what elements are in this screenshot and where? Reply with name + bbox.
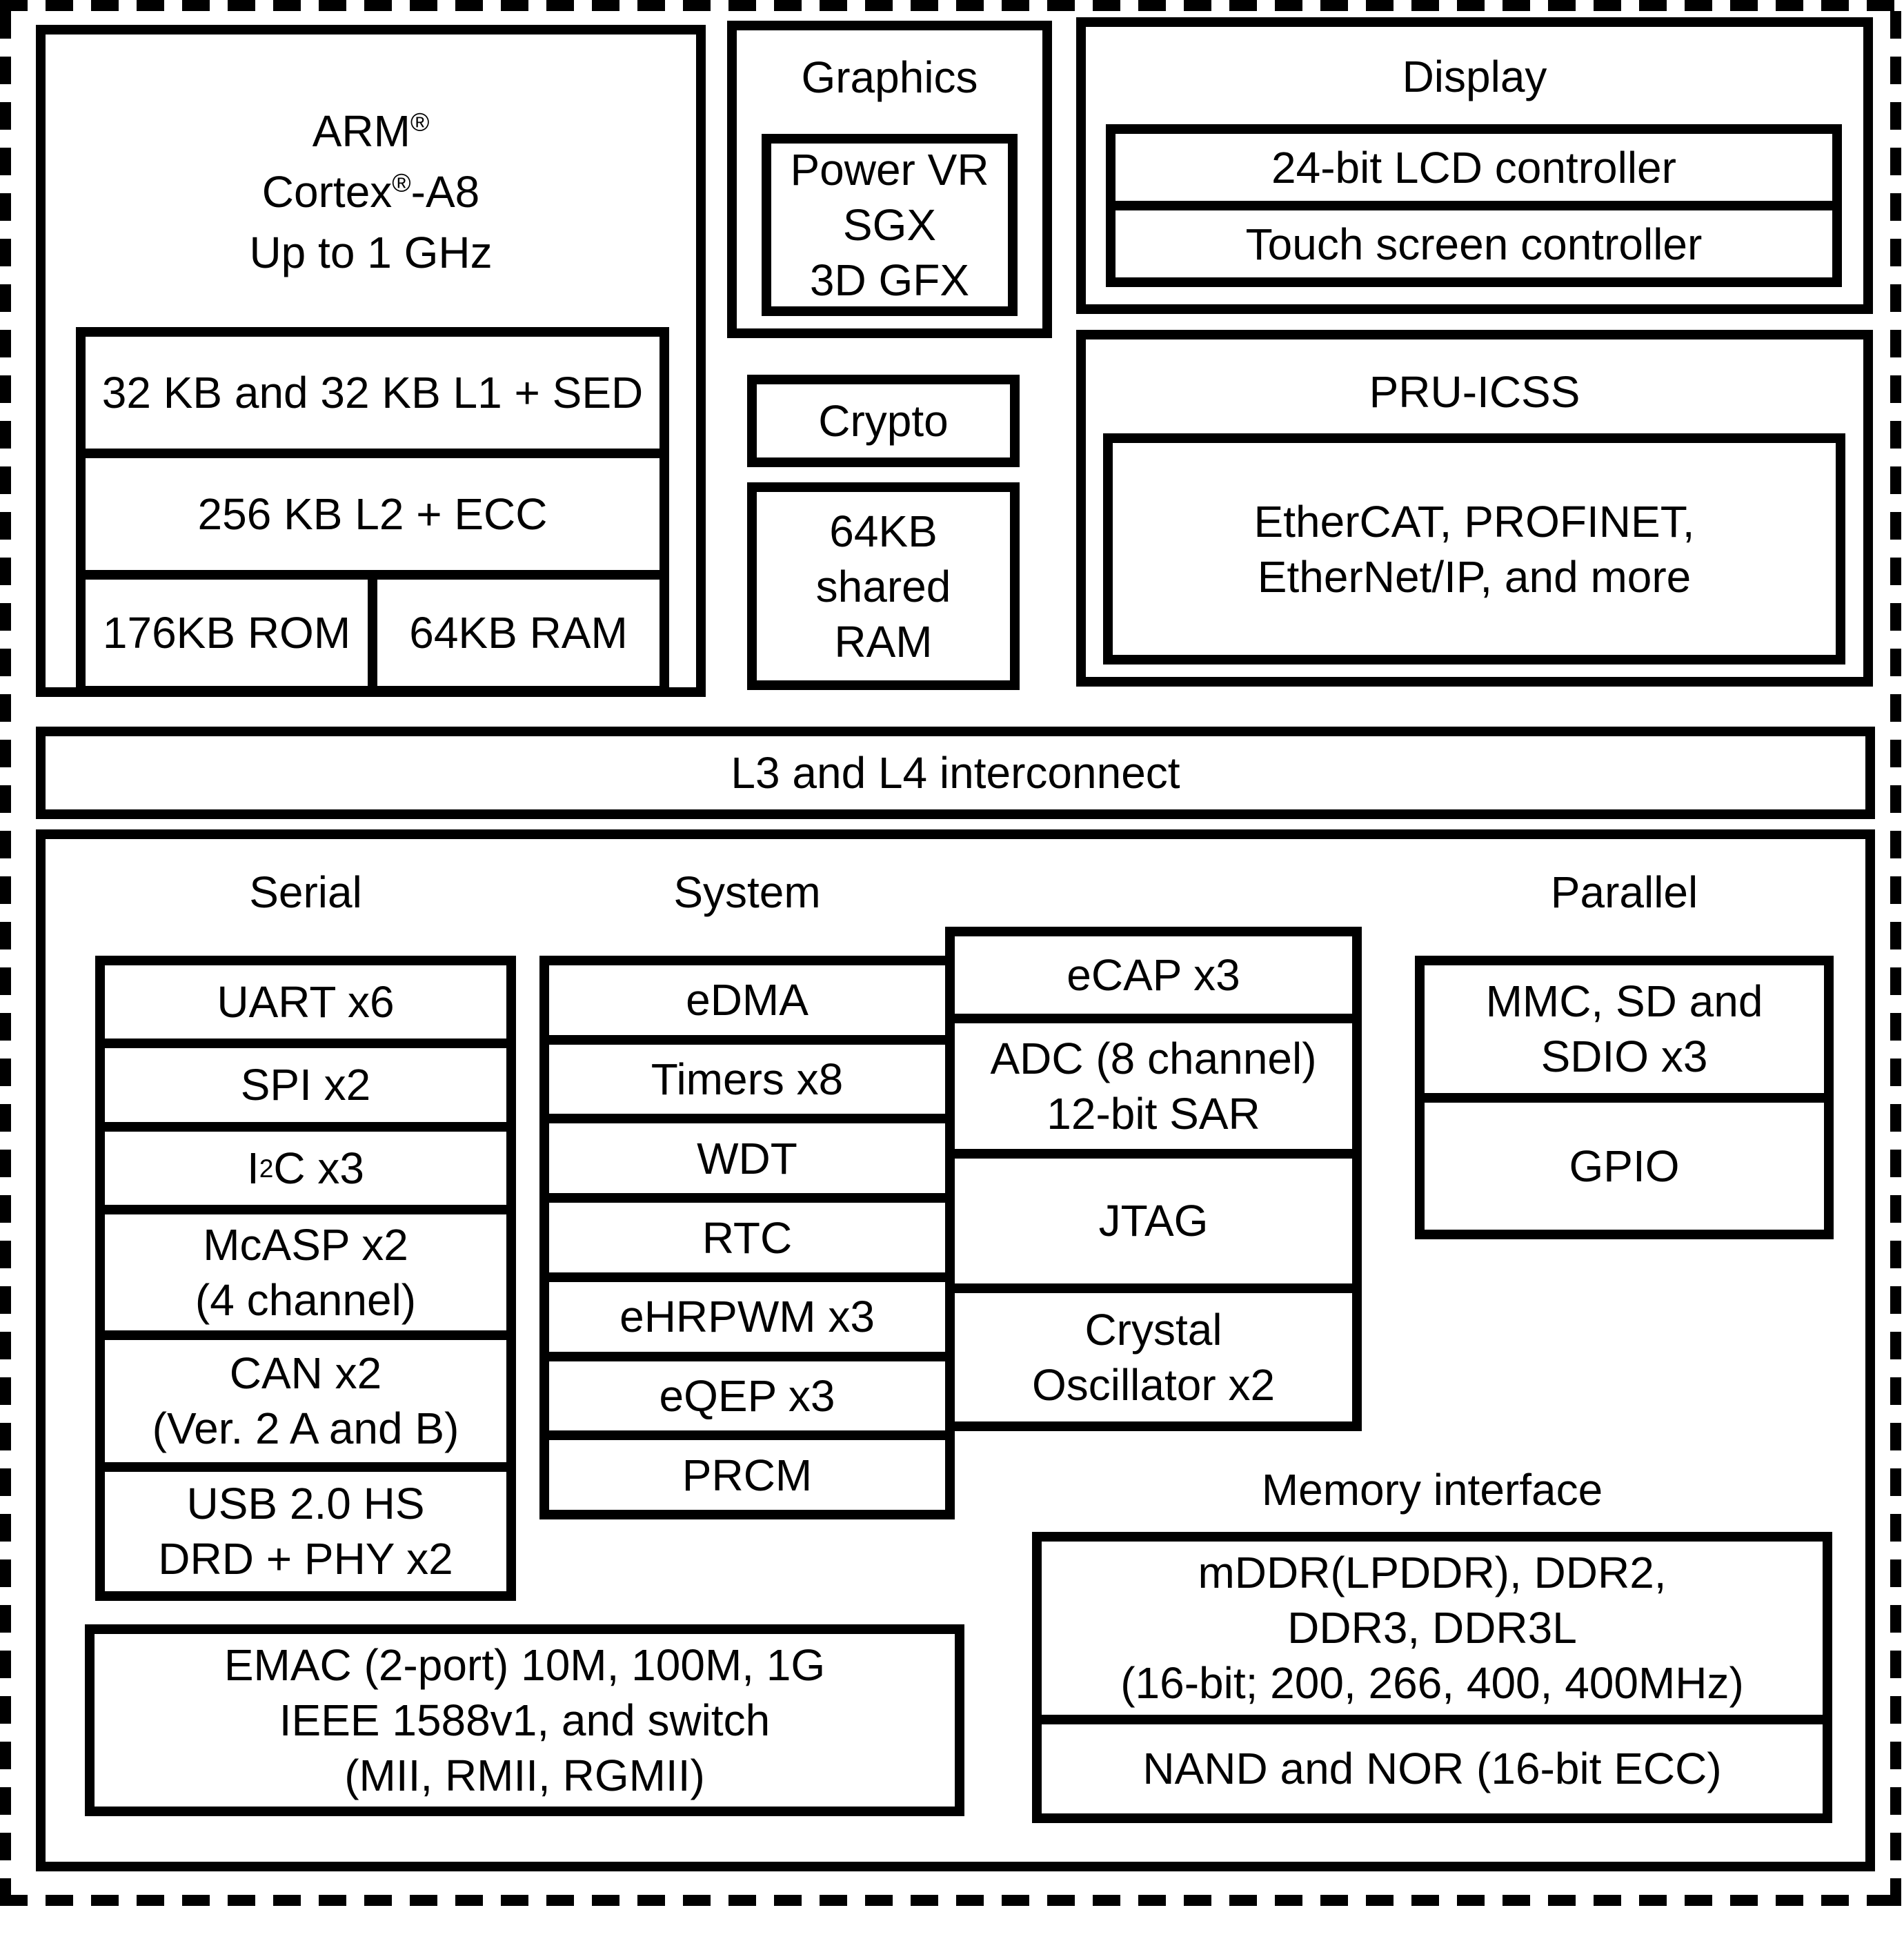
pru-icss-block: PRU-ICSS EtherCAT, PROFINET, EtherNet/IP… [1076, 330, 1873, 687]
wdt-cell: WDT [549, 1114, 945, 1193]
adc-cell: ADC (8 channel) 12-bit SAR [955, 1014, 1352, 1149]
ddr-cell: mDDR(LPDDR), DDR2, DDR3, DDR3L (16-bit; … [1120, 1548, 1744, 1709]
chip-boundary-top [0, 0, 1901, 11]
pru-icss-title: PRU-ICSS [1369, 367, 1580, 417]
arm-ram-cell: 64KB RAM [368, 580, 660, 686]
prcm-cell: PRCM [549, 1430, 945, 1510]
rtc-cell: RTC [549, 1193, 945, 1272]
nand-nor-cell: NAND and NOR (16-bit ECC) [1042, 1714, 1823, 1813]
jtag-cell: JTAG [955, 1149, 1352, 1283]
memory-interface-stack: mDDR(LPDDR), DDR2, DDR3, DDR3L (16-bit; … [1032, 1532, 1832, 1823]
can-cell: CAN x2 (Ver. 2 A and B) [105, 1330, 506, 1462]
arm-cortex-a8-block: ARM® Cortex®-A8 Up to 1 GHz 32 KB and 32… [36, 25, 706, 697]
ecap-cell: eCAP x3 [1067, 950, 1240, 1001]
industrial-ethernet-label: EtherCAT, PROFINET, EtherNet/IP, and mor… [1253, 496, 1695, 602]
crypto-label: Crypto [818, 396, 949, 446]
eqep-cell: eQEP x3 [549, 1351, 945, 1431]
industrial-ethernet-box: EtherCAT, PROFINET, EtherNet/IP, and mor… [1103, 433, 1845, 665]
crypto-block: Crypto [747, 375, 1020, 467]
display-block-title: Display [1402, 52, 1547, 101]
chip-boundary-right [1890, 0, 1901, 1906]
chip-boundary-left [0, 0, 11, 1906]
timers-cell: Timers x8 [549, 1034, 945, 1114]
parallel-peripherals-stack: MMC, SD and SDIO x3 GPIO [1415, 956, 1834, 1239]
arm-rom-ram-row: 176KB ROM 64KB RAM [86, 570, 660, 686]
control-peripherals-stack: eCAP x3 ADC (8 channel) 12-bit SAR JTAG … [945, 927, 1362, 1431]
usb-cell: USB 2.0 HS DRD + PHY x2 [105, 1461, 506, 1591]
arm-memory-stack: 32 KB and 32 KB L1 + SED 256 KB L2 + ECC… [76, 327, 669, 696]
memory-interface-section-title: Memory interface [1261, 1465, 1603, 1515]
graphics-block: Graphics Power VR SGX 3D GFX [727, 21, 1052, 338]
arm-block-title: ARM® Cortex®-A8 Up to 1 GHz [249, 106, 493, 277]
edma-cell: eDMA [686, 975, 809, 1025]
mcasp-cell: McASP x2 (4 channel) [105, 1204, 506, 1330]
serial-section-title: Serial [249, 867, 362, 917]
mmc-sd-sdio-cell: MMC, SD and SDIO x3 [1485, 976, 1763, 1082]
arm-l1-cache-cell: 32 KB and 32 KB L1 + SED [101, 368, 644, 417]
touch-screen-controller-cell: Touch screen controller [1115, 201, 1832, 277]
powervr-sgx-label: Power VR SGX 3D GFX [790, 145, 989, 305]
display-controller-stack: 24-bit LCD controller Touch screen contr… [1106, 124, 1842, 287]
graphics-block-title: Graphics [801, 52, 978, 102]
uart-cell: UART x6 [217, 977, 395, 1027]
interconnect-bar: L3 and L4 interconnect [36, 727, 1875, 819]
system-section-title: System [673, 867, 821, 917]
interconnect-label: L3 and L4 interconnect [731, 748, 1180, 798]
arm-rom-cell: 176KB ROM [102, 608, 351, 658]
system-peripherals-stack: eDMA Timers x8 WDT RTC eHRPWM x3 eQEP x3… [539, 956, 955, 1519]
display-block: Display 24-bit LCD controller Touch scre… [1076, 17, 1873, 314]
crystal-oscillator-cell: Crystal Oscillator x2 [955, 1283, 1352, 1421]
parallel-section-title: Parallel [1550, 867, 1698, 917]
spi-cell: SPI x2 [105, 1039, 506, 1121]
arm-l2-cache-cell: 256 KB L2 + ECC [86, 449, 660, 570]
shared-ram-block: 64KB shared RAM [747, 482, 1020, 690]
gpio-cell: GPIO [1425, 1092, 1824, 1230]
emac-box: EMAC (2-port) 10M, 100M, 1G IEEE 1588v1,… [85, 1624, 964, 1816]
ehrpwm-cell: eHRPWM x3 [549, 1272, 945, 1352]
lcd-controller-cell: 24-bit LCD controller [1271, 142, 1676, 193]
powervr-sgx-box: Power VR SGX 3D GFX [762, 134, 1018, 316]
chip-boundary-bottom [0, 1895, 1901, 1906]
emac-label: EMAC (2-port) 10M, 100M, 1G IEEE 1588v1,… [224, 1640, 826, 1800]
shared-ram-label: 64KB shared RAM [815, 506, 951, 667]
